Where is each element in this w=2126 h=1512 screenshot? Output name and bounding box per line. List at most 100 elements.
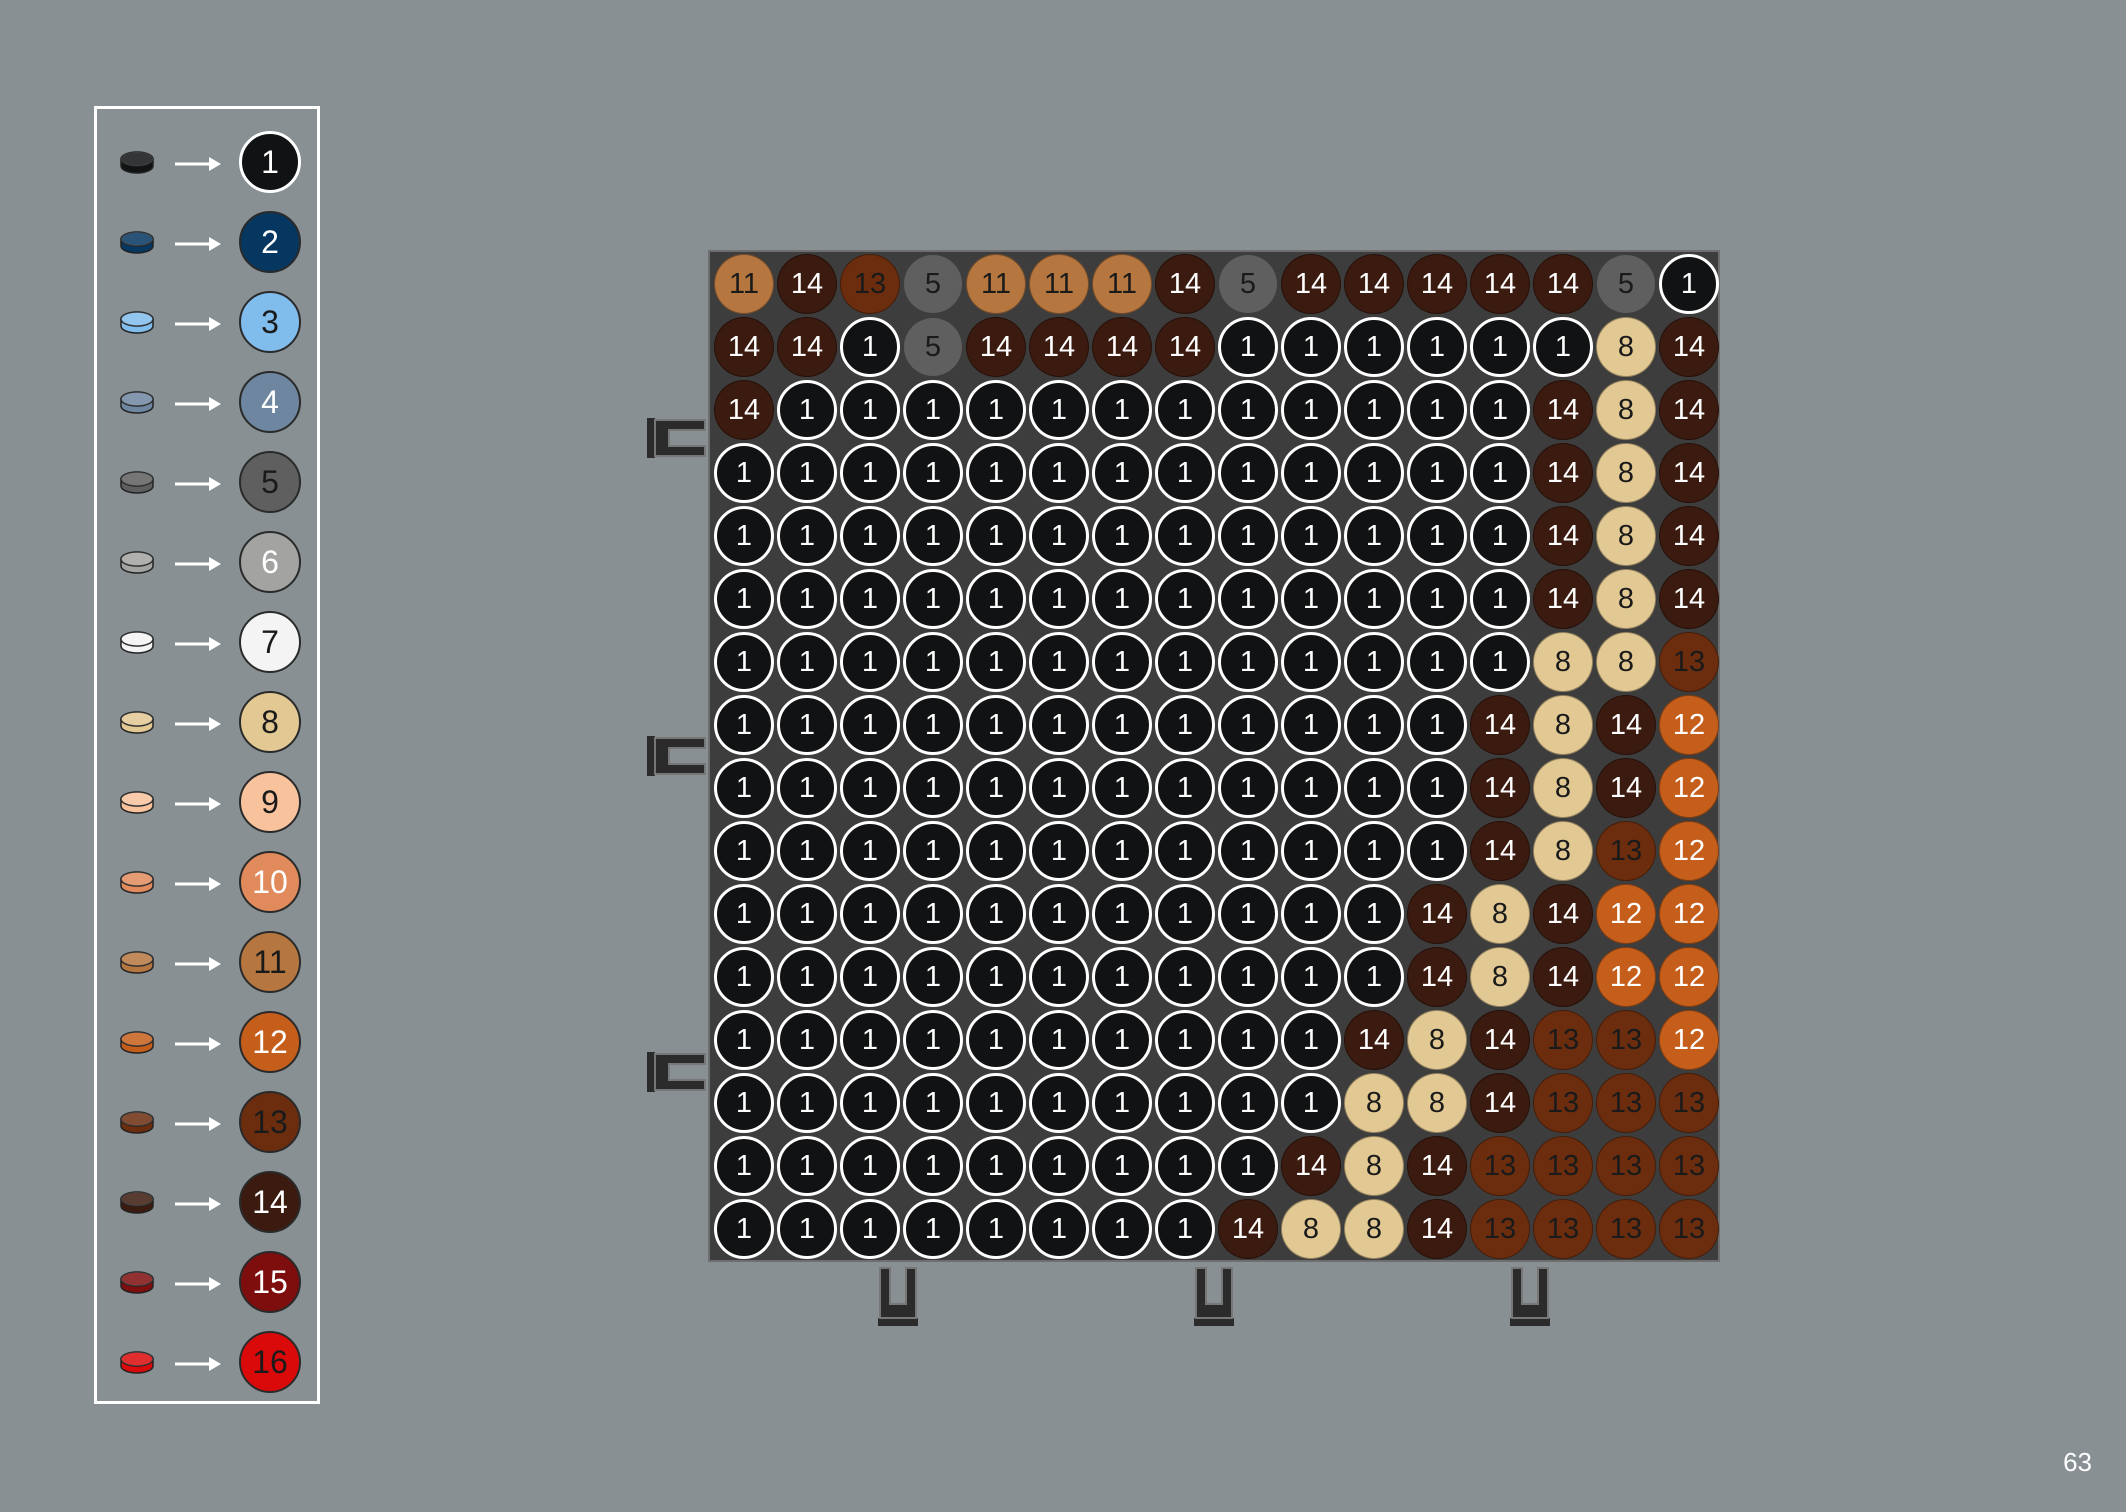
mosaic-tile: 14 xyxy=(1533,884,1593,944)
mosaic-tile: 12 xyxy=(1596,947,1656,1007)
mosaic-tile: 1 xyxy=(1155,758,1215,818)
mosaic-tile: 1 xyxy=(966,1136,1026,1196)
mosaic-tile: 1 xyxy=(1218,506,1278,566)
mosaic-tile: 14 xyxy=(1596,695,1656,755)
mosaic-tile: 1 xyxy=(1155,506,1215,566)
mosaic-tile: 1 xyxy=(1155,569,1215,629)
legend-row: 14 xyxy=(97,1169,317,1239)
mosaic-tile: 14 xyxy=(1659,317,1719,377)
left-clip-connector-icon xyxy=(647,736,706,776)
mosaic-tile: 1 xyxy=(1218,1010,1278,1070)
arrow-right-icon xyxy=(175,1277,221,1291)
mosaic-tile: 1 xyxy=(777,695,837,755)
mosaic-tile: 1 xyxy=(840,947,900,1007)
mosaic-tile: 1 xyxy=(1092,1073,1152,1133)
round-tile-icon xyxy=(120,391,154,414)
bottom-clip-connector-icon xyxy=(1194,1267,1234,1326)
mosaic-tile: 1 xyxy=(714,443,774,503)
mosaic-tile: 14 xyxy=(777,317,837,377)
legend-row: 8 xyxy=(97,689,317,759)
mosaic-tile: 1 xyxy=(1281,506,1341,566)
mosaic-tile: 1 xyxy=(1407,821,1467,881)
mosaic-tile: 1 xyxy=(777,821,837,881)
mosaic-tile: 11 xyxy=(714,254,774,314)
mosaic-tile: 1 xyxy=(1218,380,1278,440)
mosaic-tile: 11 xyxy=(1029,254,1089,314)
arrow-right-icon xyxy=(175,717,221,731)
mosaic-tile: 1 xyxy=(1344,821,1404,881)
mosaic-tile: 1 xyxy=(1029,821,1089,881)
mosaic-tile: 14 xyxy=(777,254,837,314)
mosaic-tile: 13 xyxy=(1533,1199,1593,1259)
mosaic-tile: 1 xyxy=(966,758,1026,818)
mosaic-tile: 1 xyxy=(1344,695,1404,755)
mosaic-tile: 1 xyxy=(840,1136,900,1196)
round-tile-icon xyxy=(120,1111,154,1134)
mosaic-tile: 1 xyxy=(1344,317,1404,377)
legend-color-number: 1 xyxy=(239,131,301,193)
mosaic-tile: 13 xyxy=(1470,1199,1530,1259)
mosaic-tile: 14 xyxy=(1029,317,1089,377)
mosaic-tile: 13 xyxy=(1659,1073,1719,1133)
mosaic-tile: 1 xyxy=(840,443,900,503)
mosaic-tile: 1 xyxy=(840,884,900,944)
mosaic-tile: 1 xyxy=(840,569,900,629)
mosaic-tile: 1 xyxy=(903,632,963,692)
mosaic-tile: 1 xyxy=(777,1199,837,1259)
mosaic-tile: 1 xyxy=(714,695,774,755)
mosaic-tile: 13 xyxy=(1659,1199,1719,1259)
mosaic-tile: 14 xyxy=(1470,758,1530,818)
mosaic-tile: 14 xyxy=(1533,506,1593,566)
arrow-right-icon xyxy=(175,797,221,811)
mosaic-tile: 11 xyxy=(966,254,1026,314)
mosaic-tile: 14 xyxy=(1533,254,1593,314)
round-tile-icon xyxy=(120,1271,154,1294)
mosaic-tile: 1 xyxy=(966,1010,1026,1070)
mosaic-tile: 1 xyxy=(714,569,774,629)
mosaic-tile: 13 xyxy=(1470,1136,1530,1196)
mosaic-tile: 14 xyxy=(1659,569,1719,629)
mosaic-tile: 1 xyxy=(1407,569,1467,629)
mosaic-tile: 1 xyxy=(1092,1136,1152,1196)
mosaic-tile: 1 xyxy=(966,506,1026,566)
mosaic-tile: 1 xyxy=(1470,443,1530,503)
mosaic-tile: 8 xyxy=(1407,1073,1467,1133)
mosaic-tile: 1 xyxy=(1029,380,1089,440)
legend-row: 12 xyxy=(97,1009,317,1079)
mosaic-tile: 8 xyxy=(1344,1199,1404,1259)
mosaic-tile: 8 xyxy=(1407,1010,1467,1070)
mosaic-tile: 1 xyxy=(714,1073,774,1133)
legend-color-number: 14 xyxy=(239,1171,301,1233)
mosaic-tile: 1 xyxy=(1281,884,1341,944)
mosaic-tile: 13 xyxy=(1533,1136,1593,1196)
mosaic-tile: 12 xyxy=(1659,884,1719,944)
mosaic-tile: 1 xyxy=(1281,821,1341,881)
mosaic-tile: 8 xyxy=(1344,1073,1404,1133)
mosaic-tile: 1 xyxy=(777,1073,837,1133)
legend-color-number: 2 xyxy=(239,211,301,273)
mosaic-tile: 1 xyxy=(903,695,963,755)
mosaic-tile: 1 xyxy=(1281,1010,1341,1070)
mosaic-tile: 1 xyxy=(1218,758,1278,818)
mosaic-tile: 8 xyxy=(1596,506,1656,566)
mosaic-tile: 5 xyxy=(903,254,963,314)
mosaic-tile: 1 xyxy=(1218,569,1278,629)
mosaic-tile: 8 xyxy=(1344,1136,1404,1196)
mosaic-tile: 14 xyxy=(1092,317,1152,377)
mosaic-tile: 1 xyxy=(1092,506,1152,566)
round-tile-icon xyxy=(120,791,154,814)
mosaic-tile: 1 xyxy=(714,758,774,818)
mosaic-tile: 1 xyxy=(1029,443,1089,503)
mosaic-tile: 1 xyxy=(903,380,963,440)
mosaic-tile: 1 xyxy=(840,695,900,755)
mosaic-tile: 1 xyxy=(1281,1073,1341,1133)
legend-color-number: 6 xyxy=(239,531,301,593)
mosaic-tile: 12 xyxy=(1659,758,1719,818)
mosaic-tile: 13 xyxy=(1659,1136,1719,1196)
mosaic-tile: 8 xyxy=(1470,947,1530,1007)
mosaic-tile: 1 xyxy=(1092,947,1152,1007)
mosaic-tile: 1 xyxy=(903,1010,963,1070)
mosaic-tile: 1 xyxy=(1407,632,1467,692)
mosaic-tile: 1 xyxy=(903,569,963,629)
